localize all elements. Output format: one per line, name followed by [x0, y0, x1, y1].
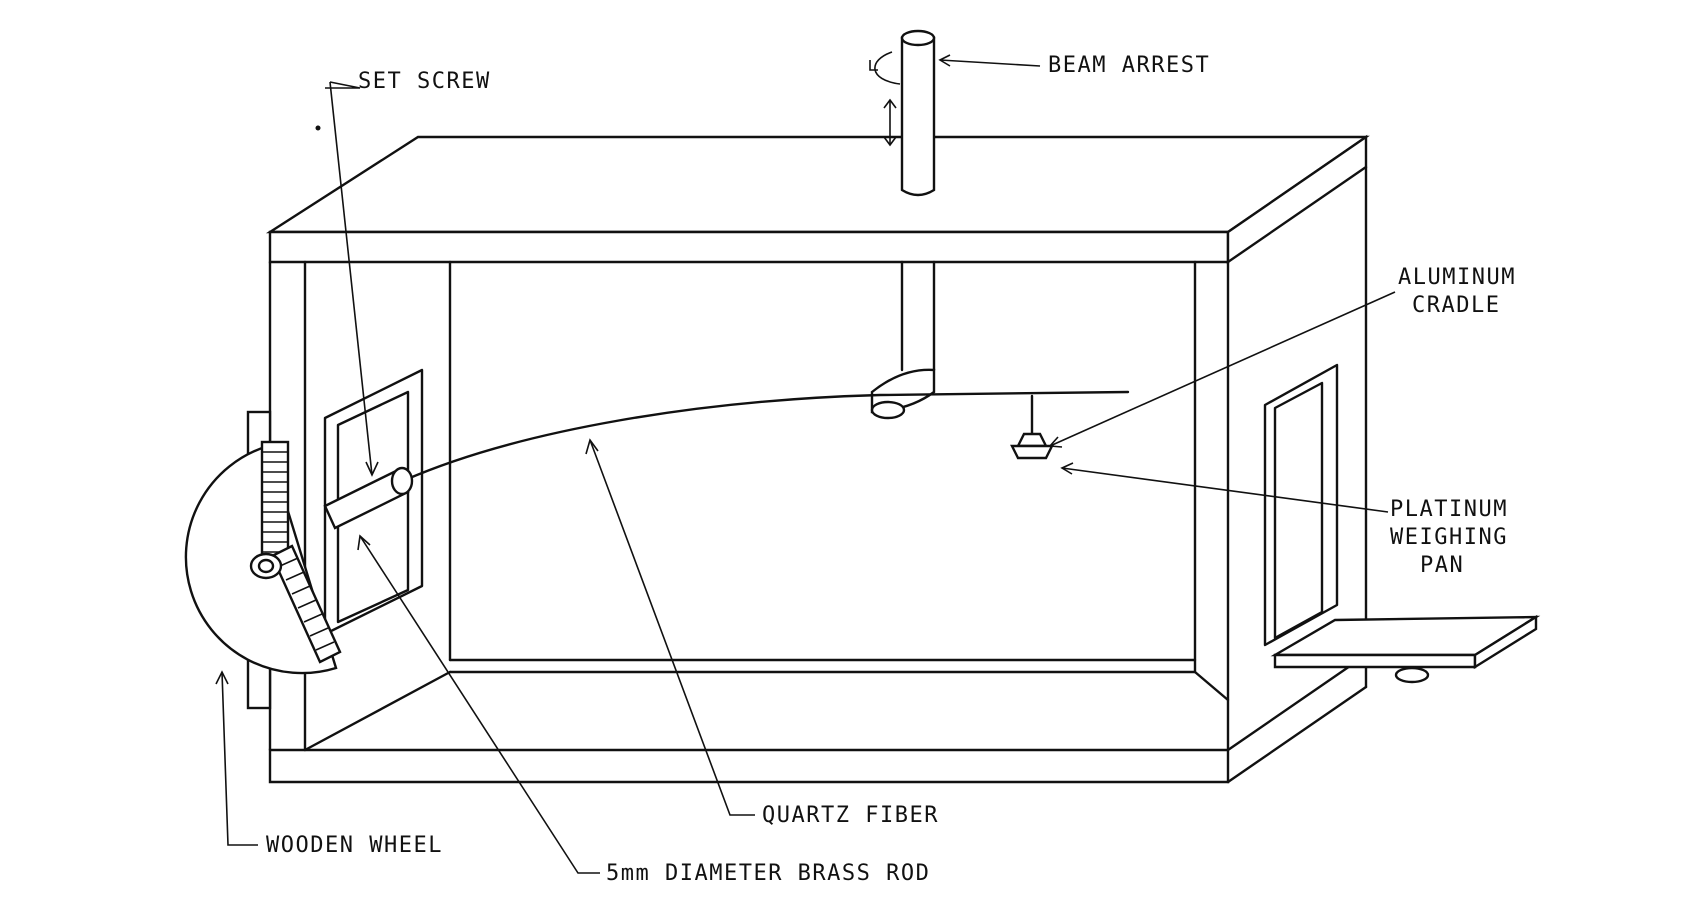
wooden-wheel — [184, 410, 342, 710]
brass-rod — [323, 466, 414, 530]
leader-lines — [215, 54, 1396, 874]
label-platinum-pan-1: PLATINUM — [1390, 497, 1508, 522]
label-aluminum-cradle-2: CRADLE — [1412, 293, 1500, 318]
label-set-screw: SET SCREW — [358, 69, 491, 94]
label-platinum-pan-2: WEIGHING — [1390, 525, 1508, 550]
label-wooden-wheel: WOODEN WHEEL — [266, 833, 443, 858]
rack-teeth — [262, 451, 288, 553]
label-brass-rod: 5mm DIAMETER BRASS ROD — [606, 861, 930, 886]
label-aluminum-cradle-1: ALUMINUM — [1398, 265, 1516, 290]
beam-arrest-rod — [869, 29, 936, 420]
box-back-frame — [303, 260, 1230, 752]
label-platinum-pan-3: PAN — [1420, 553, 1464, 578]
box-top-slab — [265, 134, 1370, 265]
box-right-wall — [1226, 165, 1368, 752]
label-quartz-fiber: QUARTZ FIBER — [762, 803, 939, 828]
right-shelf — [1270, 614, 1541, 684]
quartz-fiber — [403, 390, 1130, 482]
label-beam-arrest: BEAM ARREST — [1048, 53, 1210, 78]
box-bottom-slab — [268, 653, 1368, 784]
aluminum-cradle-and-pan — [1010, 394, 1054, 460]
